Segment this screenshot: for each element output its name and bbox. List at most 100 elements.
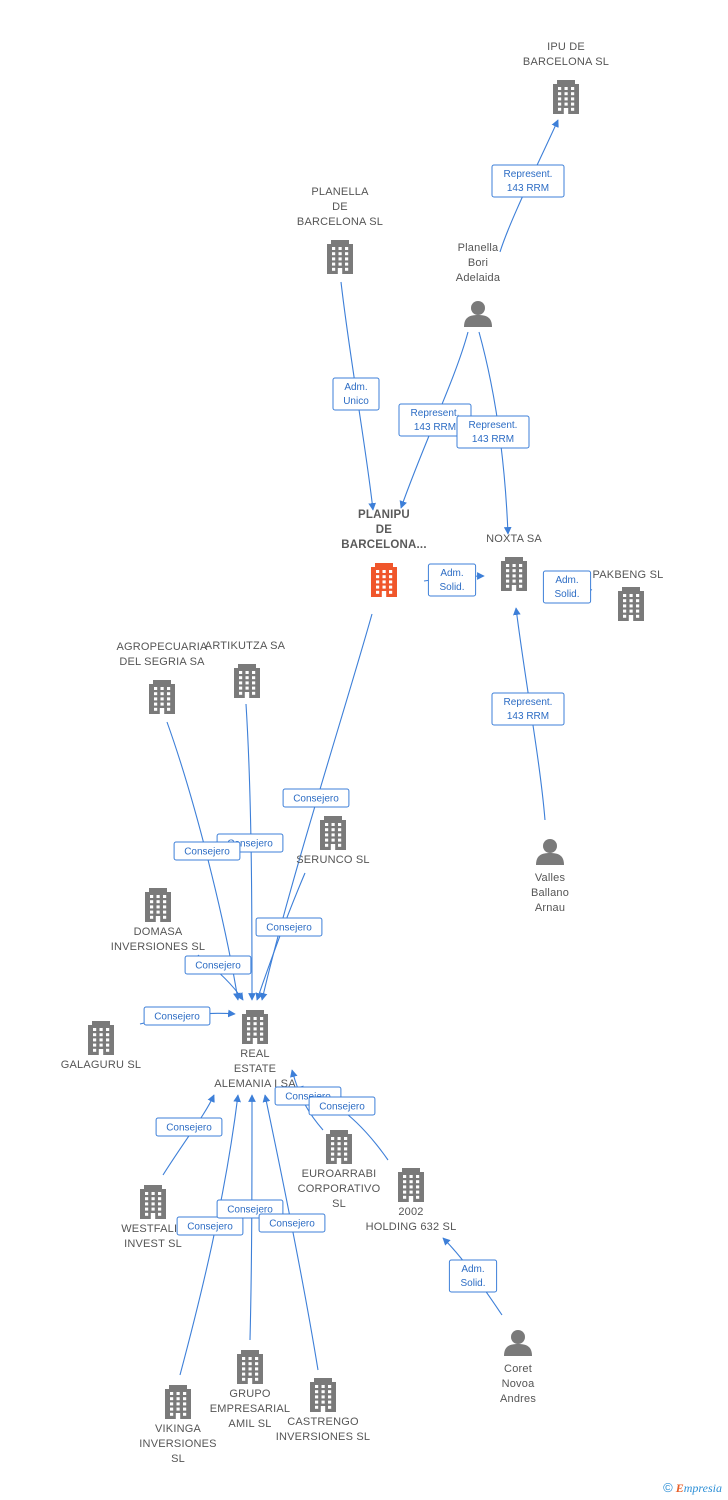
building-window	[167, 707, 171, 711]
person-body	[536, 853, 564, 865]
building-window	[247, 1032, 251, 1036]
edge-label-box	[491, 164, 565, 198]
edge-label[interactable]: Consejero	[184, 955, 252, 975]
node-artikutza[interactable]: ARTIKUTZA SA	[205, 640, 286, 698]
node-noxta[interactable]: NOXTA SA	[486, 533, 542, 591]
node-label: DE	[376, 524, 393, 536]
edge-label[interactable]: Adm.Solid.	[448, 1259, 498, 1293]
building-window	[170, 1392, 174, 1395]
building-window	[337, 1137, 341, 1140]
building-window	[106, 1033, 110, 1037]
node-label: EUROARRABI	[302, 1168, 377, 1180]
copyright-symbol: ©	[663, 1480, 673, 1495]
edge-label[interactable]: Represent.143 RRM	[456, 415, 530, 449]
edge-label-text: Consejero	[184, 847, 230, 858]
building-window	[163, 900, 167, 904]
building-window	[93, 1028, 97, 1031]
node-planipu[interactable]: PLANIPUDEBARCELONA...	[341, 509, 427, 597]
building-window	[247, 1022, 251, 1026]
building-window	[403, 1195, 407, 1199]
building-window	[623, 594, 627, 597]
edge-label[interactable]: Represent.143 RRM	[398, 403, 472, 437]
building-window	[558, 102, 562, 106]
building-window	[331, 833, 335, 837]
building-window	[239, 691, 243, 695]
footer-brand[interactable]: © Empresia	[663, 1480, 722, 1496]
building-window	[636, 599, 640, 603]
edge-label[interactable]: Consejero	[173, 841, 241, 861]
edge-label[interactable]: Consejero	[308, 1096, 376, 1116]
building-window	[403, 1180, 407, 1184]
building-window	[382, 580, 386, 584]
building-window	[160, 702, 164, 706]
node-label: SL	[332, 1198, 346, 1210]
building-window	[519, 564, 523, 567]
edge-label[interactable]: Consejero	[258, 1213, 326, 1233]
node-galaguru[interactable]: GALAGURU SL	[61, 1021, 141, 1071]
node-serunco[interactable]: SERUNCO SL	[296, 816, 370, 866]
building-window	[156, 905, 160, 909]
edge-label[interactable]: Consejero	[176, 1216, 244, 1236]
building-window	[623, 604, 627, 608]
edge-label[interactable]: Consejero	[282, 788, 350, 808]
edge-label[interactable]: Consejero	[155, 1117, 223, 1137]
building-window	[331, 1152, 335, 1156]
building-window	[382, 585, 386, 589]
building-window	[93, 1048, 97, 1052]
building-door	[320, 1406, 326, 1412]
building-door	[175, 1413, 181, 1419]
building-window	[106, 1038, 110, 1042]
building-icon	[618, 587, 644, 621]
building-window	[248, 1372, 252, 1376]
building-window	[409, 1175, 413, 1178]
building-window	[564, 97, 568, 101]
edge-label[interactable]: Consejero	[255, 917, 323, 937]
building-window	[150, 900, 154, 904]
node-label: AGROPECUARIA	[116, 641, 207, 653]
building-window	[315, 1400, 319, 1404]
building-icon	[553, 80, 579, 114]
building-window	[403, 1190, 407, 1194]
building-window	[325, 828, 329, 832]
edge-label-box	[448, 1259, 498, 1293]
edge-label-text: Consejero	[293, 794, 339, 805]
edge-label[interactable]: Represent.143 RRM	[491, 164, 565, 198]
node-label: HOLDING 632 SL	[366, 1221, 457, 1233]
edge-label[interactable]: Adm.Solid.	[427, 563, 477, 597]
building-window	[506, 564, 510, 567]
edge-label[interactable]: Adm.Solid.	[542, 570, 592, 604]
node-label: WESTFALIA	[121, 1223, 185, 1235]
node-label: Andres	[500, 1393, 536, 1405]
building-window	[325, 838, 329, 842]
building-window	[315, 1395, 319, 1399]
building-window	[389, 575, 393, 579]
edge-label[interactable]: Represent.143 RRM	[491, 692, 565, 726]
building-window	[328, 1395, 332, 1399]
building-icon	[88, 1021, 114, 1055]
building-window	[151, 1202, 155, 1206]
edge-label-text: Consejero	[227, 839, 273, 850]
building-icon	[165, 1385, 191, 1419]
building-window	[389, 590, 393, 594]
building-window	[255, 1372, 259, 1376]
edge-label[interactable]: Consejero	[143, 1006, 211, 1026]
building-window	[629, 599, 633, 603]
edge-label[interactable]: Adm.Unico	[332, 377, 380, 411]
building-window	[512, 564, 516, 567]
node-pakbeng[interactable]: PAKBENG SL	[593, 569, 664, 621]
building-window	[338, 838, 342, 842]
